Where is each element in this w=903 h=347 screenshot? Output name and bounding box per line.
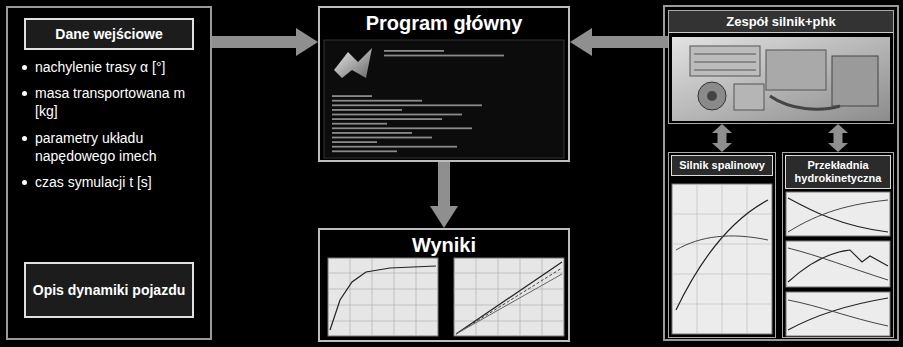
box-title: Silnik spalinowy — [671, 155, 773, 176]
block-arrow — [438, 162, 450, 206]
box-title: Program główny — [320, 8, 568, 39]
unit-box: Zespół silnik+phk — [668, 10, 894, 124]
code-line — [384, 55, 504, 57]
code-line — [384, 50, 444, 52]
code-line — [332, 127, 472, 129]
converter-chart — [786, 292, 890, 336]
chart-box: Przekładnia hydrokinetyczna — [782, 152, 894, 338]
code-line — [332, 100, 422, 102]
bullet-dot — [22, 180, 27, 185]
process-box: Opis dynamiki pojazdu — [24, 262, 194, 318]
results-box: Wyniki — [318, 228, 570, 342]
code-line — [332, 95, 372, 97]
box-title: Opis dynamiki pojazdu — [27, 279, 191, 301]
box-title: Dane wejściowe — [49, 23, 168, 45]
code-line — [332, 104, 482, 106]
bullet-dot — [22, 91, 27, 96]
result-chart — [454, 258, 564, 336]
code-lines — [332, 50, 504, 152]
section-header: Dane wejściowe — [24, 18, 194, 50]
bullet-item: czas symulacji t [s] — [20, 173, 202, 191]
code-screen — [324, 40, 564, 158]
result-chart — [328, 258, 438, 336]
input-panel: nachylenie trasy α [°] masa transportowan… — [6, 6, 212, 340]
block-arrow — [718, 133, 727, 143]
code-line — [332, 114, 462, 116]
box-title: Wyniki — [320, 230, 568, 261]
panel-frame — [664, 6, 898, 340]
program-box: Program główny — [318, 6, 570, 162]
bullet-dot — [22, 65, 27, 70]
bullet-dot — [22, 136, 27, 141]
code-line — [332, 137, 432, 139]
engine-chart — [672, 184, 772, 334]
engine-illustration — [672, 37, 890, 121]
code-line — [332, 109, 402, 111]
converter-chart — [786, 192, 890, 236]
bullet-list: nachylenie trasy α [°] masa transportowan… — [20, 58, 202, 199]
bullet-text: parametry układu napędowego imech — [35, 129, 202, 165]
bullet-item: masa transportowana m [kg] — [20, 84, 202, 120]
code-line — [332, 118, 442, 120]
software-logo — [334, 48, 372, 78]
box-title: Zespół silnik+phk — [669, 11, 893, 33]
bullet-text: masa transportowana m [kg] — [35, 84, 202, 120]
bullet-item: nachylenie trasy α [°] — [20, 58, 202, 76]
code-line — [332, 146, 457, 148]
code-line — [332, 141, 377, 143]
code-line — [332, 123, 387, 125]
code-line — [332, 132, 412, 134]
box-title: Przekładnia hydrokinetyczna — [785, 155, 891, 189]
chart-box: Silnik spalinowy — [668, 152, 776, 338]
converter-chart — [786, 241, 890, 287]
block-arrow — [212, 36, 296, 48]
bullet-text: nachylenie trasy α [°] — [35, 58, 165, 76]
block-arrow — [834, 133, 843, 143]
code-line — [332, 150, 397, 152]
bullet-item: parametry układu napędowego imech — [20, 129, 202, 165]
block-arrow — [592, 36, 668, 48]
bullet-text: czas symulacji t [s] — [35, 173, 152, 191]
